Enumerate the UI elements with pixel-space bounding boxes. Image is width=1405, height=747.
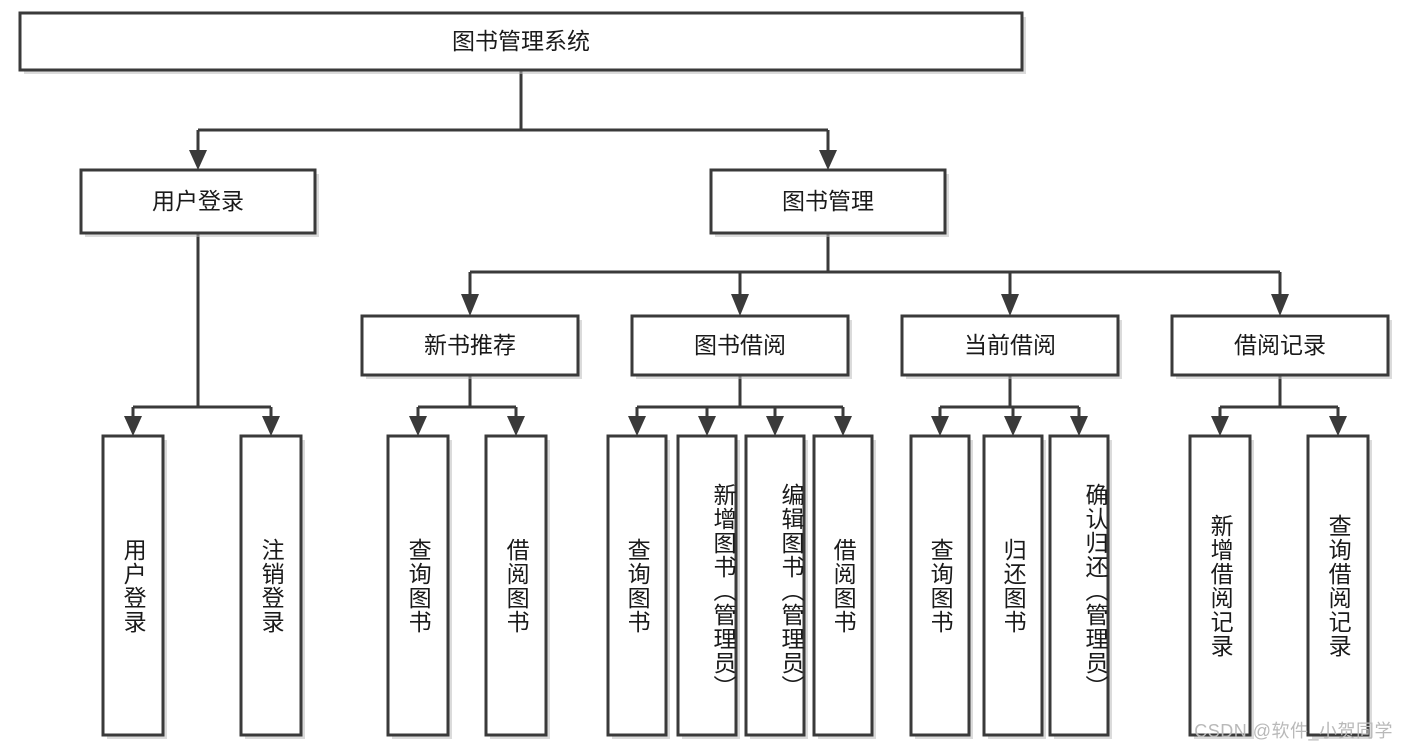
arrow-leaf-br-query (1329, 416, 1347, 436)
leaf-newbook-query-box (386, 434, 450, 737)
leaf-logout-box (239, 434, 303, 737)
leaf-cb-confirm-box (1048, 434, 1110, 737)
arrow-leaf-br-add (1211, 416, 1229, 436)
root-label: 图书管理系统 (452, 28, 590, 54)
leaf-bb-query-box (606, 434, 668, 737)
leaf-node-bb-borrow[interactable] (812, 434, 876, 739)
book-borrow-box (630, 314, 850, 377)
leaf-newbook-borrow-box (484, 434, 548, 737)
leaf-node-newbook-borrow[interactable] (484, 434, 550, 739)
leaf-cb-return-box (982, 434, 1044, 737)
leaf-bb-borrow-box (812, 434, 874, 737)
leaf-node-br-query[interactable] (1306, 434, 1372, 739)
new-book-recommend-label: 新书推荐 (424, 332, 516, 358)
leaf-node-br-add[interactable] (1188, 434, 1254, 739)
book-management-box (709, 168, 947, 235)
node-root[interactable]: 图书管理系统 (18, 11, 1026, 74)
arrow-leaf-logout (262, 416, 280, 436)
arrow-to-new-book-rec (461, 294, 479, 316)
arrow-leaf-bb-borrow (834, 416, 852, 436)
borrow-record-box (1170, 314, 1390, 377)
node-book-management[interactable]: 图书管理 (709, 168, 949, 237)
leaf-node-bb-add[interactable] (676, 434, 740, 739)
book-borrow-label: 图书借阅 (694, 332, 786, 358)
arrow-to-book-borrow (731, 294, 749, 316)
leaf-node-user-login[interactable] (101, 434, 167, 739)
arrow-leaf-newbook-query (409, 416, 427, 436)
current-borrow-box (900, 314, 1120, 377)
current-borrow-label: 当前借阅 (964, 332, 1056, 358)
csdn-watermark: CSDN @软件_小贺同学 (1194, 721, 1393, 741)
node-book-borrow[interactable]: 图书借阅 (630, 314, 852, 379)
node-new-book-recommend[interactable]: 新书推荐 (360, 314, 582, 379)
leaf-bb-add-box (676, 434, 738, 737)
leaf-node-cb-return[interactable] (982, 434, 1046, 739)
arrow-leaf-bb-edit (766, 416, 784, 436)
node-current-borrow[interactable]: 当前借阅 (900, 314, 1122, 379)
leaf-box-layer (101, 434, 1372, 739)
arrow-to-user-login (189, 150, 207, 170)
leaf-node-bb-query[interactable] (606, 434, 670, 739)
leaf-node-logout[interactable] (239, 434, 305, 739)
arrow-leaf-bb-query (628, 416, 646, 436)
arrow-leaf-cb-query (931, 416, 949, 436)
leaf-node-cb-confirm[interactable] (1048, 434, 1112, 739)
book-management-label: 图书管理 (782, 188, 874, 214)
leaf-node-bb-edit[interactable] (744, 434, 808, 739)
connector-layer (124, 70, 1347, 436)
node-borrow-record[interactable]: 借阅记录 (1170, 314, 1392, 379)
leaf-br-add-box (1188, 434, 1252, 737)
arrow-leaf-cb-confirm (1070, 416, 1088, 436)
leaf-br-query-box (1306, 434, 1370, 737)
user-login-box (79, 168, 317, 235)
arrow-to-current-borrow (1001, 294, 1019, 316)
node-user-login[interactable]: 用户登录 (79, 168, 319, 237)
leaf-cb-query-box (909, 434, 971, 737)
leaf-node-newbook-query[interactable] (386, 434, 452, 739)
leaf-bb-edit-box (744, 434, 806, 737)
user-login-label: 用户登录 (152, 188, 244, 214)
arrow-leaf-newbook-borrow (507, 416, 525, 436)
arrow-to-borrow-record (1271, 294, 1289, 316)
new-book-recommend-box (360, 314, 580, 377)
arrow-to-book-manage (819, 150, 837, 170)
arrow-leaf-bb-add (698, 416, 716, 436)
leaf-node-cb-query[interactable] (909, 434, 973, 739)
arrow-leaf-cb-return (1004, 416, 1022, 436)
leaf-user-login-box (101, 434, 165, 737)
borrow-record-label: 借阅记录 (1234, 332, 1326, 358)
arrow-leaf-user-login (124, 416, 142, 436)
root-box (18, 11, 1024, 72)
